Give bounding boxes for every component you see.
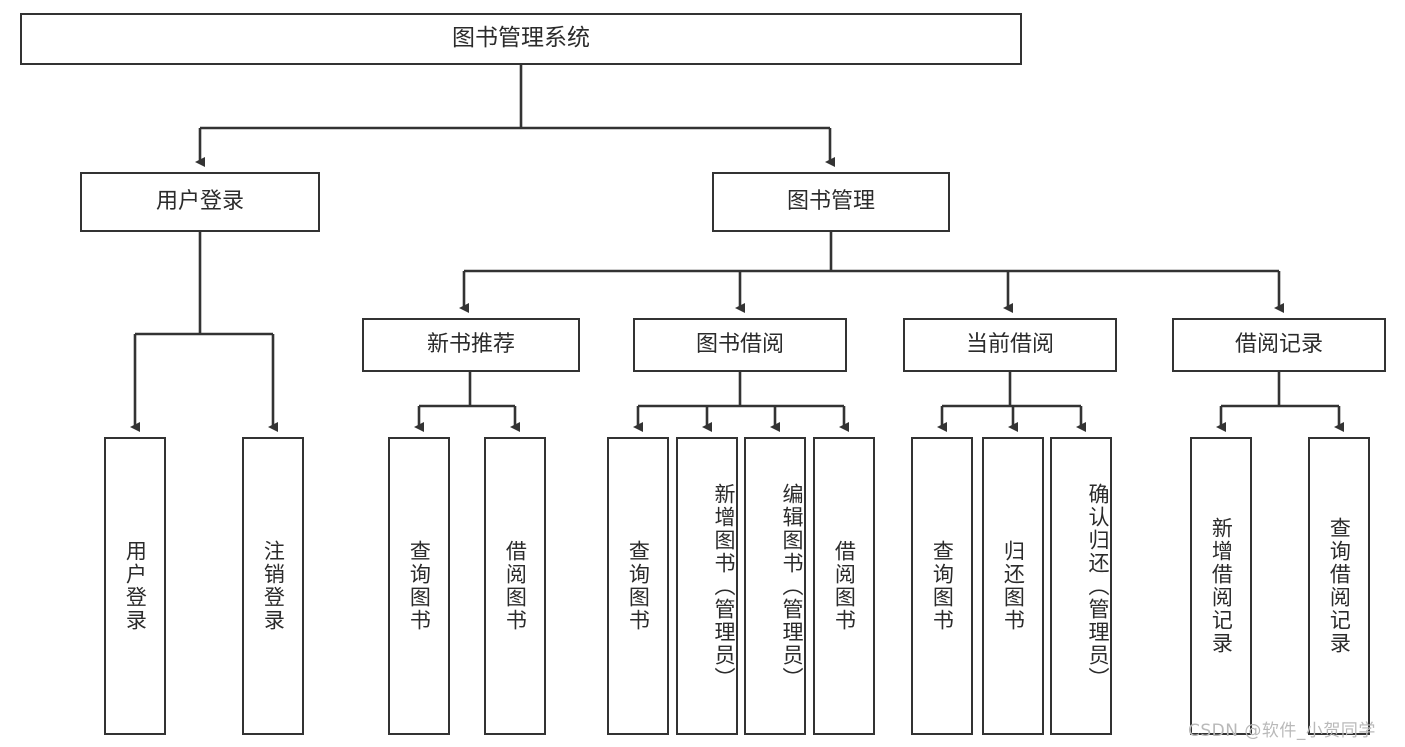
leaf-add-borrow-record[interactable]: 新增借阅记录: [1190, 437, 1252, 735]
leaf-return-book-label: 归还图书: [1001, 540, 1026, 632]
node-book-management[interactable]: 图书管理: [712, 172, 950, 232]
node-borrow-record[interactable]: 借阅记录: [1172, 318, 1386, 372]
leaf-query-borrow-record[interactable]: 查询借阅记录: [1308, 437, 1370, 735]
leaf-query-book-current[interactable]: 查询图书: [911, 437, 973, 735]
leaf-user-login[interactable]: 用户登录: [104, 437, 166, 735]
node-book-management-label: 图书管理: [786, 189, 875, 215]
leaf-query-borrow-record-label: 查询借阅记录: [1327, 517, 1352, 655]
leaf-add-borrow-record-label: 新增借阅记录: [1209, 517, 1234, 655]
node-book-borrow-label: 图书借阅: [695, 332, 784, 358]
leaf-add-book-admin[interactable]: 新增图书（管理员）: [676, 437, 738, 735]
leaf-query-book-current-label: 查询图书: [930, 540, 955, 632]
leaf-user-login-label: 用户登录: [123, 540, 148, 632]
node-root-label: 图书管理系统: [452, 25, 590, 52]
leaf-edit-book-admin-label: 编辑图书（管理员）: [780, 482, 804, 690]
node-user-login-label: 用户登录: [155, 189, 244, 215]
node-new-book-recommend-label: 新书推荐: [426, 332, 515, 358]
leaf-borrow-book-newbook-label: 借阅图书: [503, 540, 528, 632]
node-current-borrow[interactable]: 当前借阅: [903, 318, 1117, 372]
csdn-watermark-text: CSDN @软件_小贺同学: [1188, 721, 1376, 741]
node-current-borrow-label: 当前借阅: [965, 332, 1054, 358]
leaf-add-book-admin-label: 新增图书（管理员）: [712, 482, 736, 690]
leaf-logout-login[interactable]: 注销登录: [242, 437, 304, 735]
node-book-borrow[interactable]: 图书借阅: [633, 318, 847, 372]
node-user-login[interactable]: 用户登录: [80, 172, 320, 232]
node-borrow-record-label: 借阅记录: [1234, 332, 1323, 358]
leaf-query-book-borrow-label: 查询图书: [626, 540, 651, 632]
leaf-query-book-newbook[interactable]: 查询图书: [388, 437, 450, 735]
csdn-watermark: CSDN @软件_小贺同学: [1188, 716, 1376, 741]
leaf-query-book-borrow[interactable]: 查询图书: [607, 437, 669, 735]
leaf-borrow-book-label: 借阅图书: [832, 540, 857, 632]
leaf-edit-book-admin[interactable]: 编辑图书（管理员）: [744, 437, 806, 735]
node-root-system[interactable]: 图书管理系统: [20, 13, 1022, 65]
leaf-query-book-newbook-label: 查询图书: [407, 540, 432, 632]
leaf-logout-login-label: 注销登录: [261, 540, 286, 632]
leaf-borrow-book[interactable]: 借阅图书: [813, 437, 875, 735]
node-new-book-recommend[interactable]: 新书推荐: [362, 318, 580, 372]
leaf-return-book[interactable]: 归还图书: [982, 437, 1044, 735]
leaf-borrow-book-newbook[interactable]: 借阅图书: [484, 437, 546, 735]
leaf-confirm-return-admin-label: 确认归还（管理员）: [1086, 482, 1110, 690]
leaf-confirm-return-admin[interactable]: 确认归还（管理员）: [1050, 437, 1112, 735]
